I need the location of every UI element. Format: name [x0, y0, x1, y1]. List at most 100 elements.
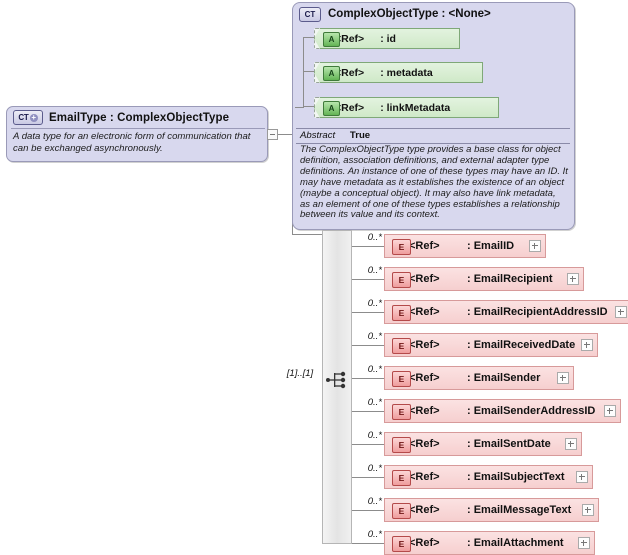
- abstract-row: Abstract True: [300, 130, 565, 142]
- element-connector: [352, 411, 384, 412]
- element-icon: E: [392, 305, 411, 321]
- element-row-emailsenderaddressid[interactable]: E <Ref> : EmailSenderAddressID: [384, 399, 621, 423]
- element-connector: [352, 345, 384, 346]
- attribute-ref: <Ref>: [335, 101, 365, 114]
- attribute-name: : metadata: [380, 66, 433, 79]
- attribute-icon: A: [323, 66, 340, 81]
- abstract-label: Abstract: [300, 130, 336, 141]
- complex-type-expand-icon[interactable]: CT+: [13, 110, 43, 125]
- element-icon: E: [392, 470, 411, 486]
- element-name: : EmailRecipientAddressID: [467, 306, 608, 318]
- attribute-tree-branch: [303, 106, 315, 107]
- element-row-emailsubjecttext[interactable]: E <Ref> : EmailSubjectText: [384, 465, 593, 489]
- element-name: : EmailAttachment: [467, 537, 564, 549]
- connector-base-to-group: [292, 234, 322, 235]
- element-ref: <Ref>: [409, 471, 440, 483]
- element-connector: [352, 444, 384, 445]
- element-expand-icon[interactable]: [529, 240, 541, 252]
- abstract-separator-bottom: [296, 143, 570, 144]
- element-ref: <Ref>: [409, 240, 440, 252]
- element-ref: <Ref>: [409, 537, 440, 549]
- element-row-emailrecipient[interactable]: E <Ref> : EmailRecipient: [384, 267, 584, 291]
- attribute-tree-branch: [303, 71, 315, 72]
- complexobjecttype-documentation: The ComplexObjectType type provides a ba…: [300, 144, 568, 221]
- element-ref: <Ref>: [409, 504, 440, 516]
- attribute-name: : id: [380, 32, 396, 45]
- element-row-emailattachment[interactable]: E <Ref> : EmailAttachment: [384, 531, 595, 555]
- element-row-emailsentdate[interactable]: E <Ref> : EmailSentDate: [384, 432, 582, 456]
- element-name: : EmailReceivedDate: [467, 339, 576, 351]
- element-icon: E: [392, 503, 411, 519]
- connector-left-to-base: [278, 134, 292, 135]
- emailtype-header: CT+ EmailType : ComplexObjectType: [7, 107, 267, 128]
- element-name: : EmailMessageText: [467, 504, 572, 516]
- element-multiplicity: 0..*: [367, 397, 382, 408]
- element-row-emailrecipientaddressid[interactable]: E <Ref> : EmailRecipientAddressID: [384, 300, 628, 324]
- element-expand-icon[interactable]: [576, 471, 588, 483]
- element-ref: <Ref>: [409, 273, 440, 285]
- element-expand-icon[interactable]: [581, 339, 593, 351]
- element-name: : EmailID: [467, 240, 515, 252]
- element-name: : EmailSenderAddressID: [467, 405, 596, 417]
- attribute-tree-branch: [303, 37, 315, 38]
- attribute-ref: <Ref>: [335, 32, 365, 45]
- element-expand-icon[interactable]: [567, 273, 579, 285]
- model-group-bar[interactable]: [322, 230, 352, 544]
- element-icon: E: [392, 437, 411, 453]
- plus-glyph: +: [29, 112, 38, 122]
- element-row-emailid[interactable]: E <Ref> : EmailID: [384, 234, 546, 258]
- attribute-tree-stub: [295, 107, 304, 108]
- element-icon: E: [392, 371, 411, 387]
- element-connector: [352, 543, 384, 544]
- complex-type-icon: CT: [299, 6, 321, 22]
- element-multiplicity: 0..*: [367, 331, 382, 342]
- element-multiplicity: 0..*: [367, 298, 382, 309]
- element-multiplicity: 0..*: [367, 463, 382, 474]
- abstract-separator-top: [296, 128, 570, 129]
- element-expand-icon[interactable]: [615, 306, 627, 318]
- element-multiplicity: 0..*: [367, 265, 382, 276]
- collapse-minus-icon[interactable]: [267, 129, 278, 140]
- element-icon: E: [392, 239, 411, 255]
- emailtype-complextype-box[interactable]: CT+ EmailType : ComplexObjectType A data…: [6, 106, 268, 162]
- emailtype-documentation: A data type for an electronic form of co…: [13, 131, 251, 154]
- element-connector: [352, 477, 384, 478]
- ct-badge-label: CT: [18, 113, 29, 122]
- element-multiplicity: 0..*: [367, 232, 382, 243]
- element-ref: <Ref>: [409, 339, 440, 351]
- element-expand-icon[interactable]: [582, 504, 594, 516]
- attribute-ref: <Ref>: [335, 66, 365, 79]
- element-row-emailsender[interactable]: E <Ref> : EmailSender: [384, 366, 574, 390]
- element-name: : EmailSubjectText: [467, 471, 565, 483]
- element-icon: E: [392, 272, 411, 288]
- complexobjecttype-title: ComplexObjectType : <None>: [328, 8, 491, 20]
- emailtype-title: EmailType : ComplexObjectType: [49, 111, 230, 124]
- attribute-row-linkmetadata[interactable]: A <Ref> : linkMetadata: [314, 97, 499, 118]
- element-expand-icon[interactable]: [578, 537, 590, 549]
- element-name: : EmailSender: [467, 372, 541, 384]
- emailtype-divider: [11, 128, 265, 129]
- abstract-value: True: [349, 130, 371, 141]
- element-connector: [352, 246, 384, 247]
- element-row-emailmessagetext[interactable]: E <Ref> : EmailMessageText: [384, 498, 599, 522]
- element-icon: E: [392, 536, 411, 552]
- element-connector: [352, 279, 384, 280]
- attribute-tree-spine: [303, 37, 304, 107]
- element-multiplicity: 0..*: [367, 364, 382, 375]
- element-icon: E: [392, 338, 411, 354]
- element-expand-icon[interactable]: [557, 372, 569, 384]
- element-expand-icon[interactable]: [565, 438, 577, 450]
- sequence-compositor-icon[interactable]: [326, 369, 350, 391]
- element-ref: <Ref>: [409, 438, 440, 450]
- attribute-row-id[interactable]: A <Ref> : id: [314, 28, 460, 49]
- element-expand-icon[interactable]: [604, 405, 616, 417]
- attribute-row-metadata[interactable]: A <Ref> : metadata: [314, 62, 483, 83]
- attribute-name: : linkMetadata: [380, 101, 451, 114]
- element-icon: E: [392, 404, 411, 420]
- attribute-icon: A: [323, 101, 340, 116]
- element-ref: <Ref>: [409, 306, 440, 318]
- element-row-emailreceiveddate[interactable]: E <Ref> : EmailReceivedDate: [384, 333, 598, 357]
- element-name: : EmailRecipient: [467, 273, 553, 285]
- element-multiplicity: 0..*: [367, 529, 382, 540]
- complexobjecttype-header: CT ComplexObjectType : <None>: [293, 3, 574, 25]
